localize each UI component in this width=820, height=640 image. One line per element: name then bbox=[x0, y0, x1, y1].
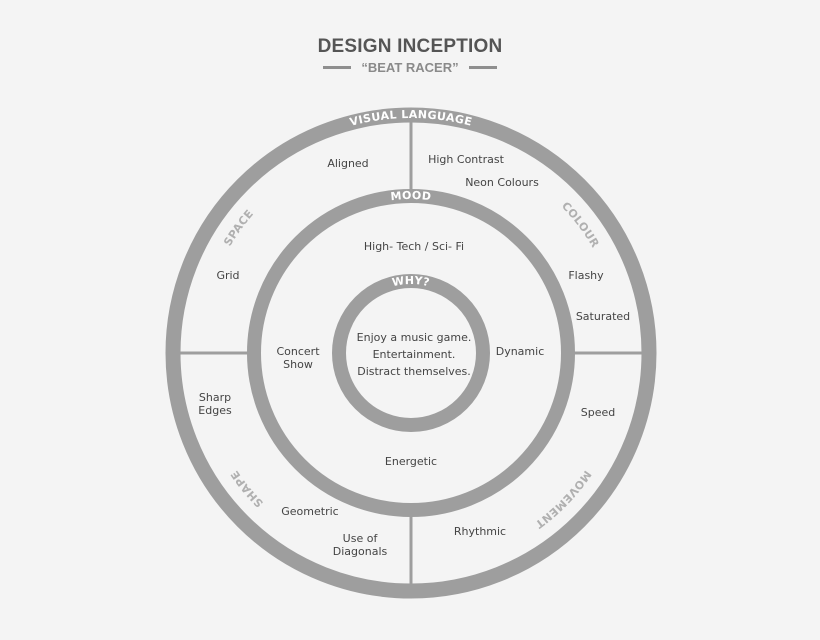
mood-items: High- Tech / Sci- Fi Concert Show Dynami… bbox=[276, 240, 544, 468]
why-line-2: Entertainment. bbox=[373, 348, 456, 361]
subtitle-block: “BEAT RACER” bbox=[0, 60, 820, 75]
ring-label-mood: MOOD bbox=[390, 189, 432, 203]
divider-right bbox=[468, 66, 497, 69]
item-high-tech: High- Tech / Sci- Fi bbox=[364, 240, 464, 253]
item-use-of-diagonals-1: Use of bbox=[343, 532, 379, 545]
item-speed: Speed bbox=[581, 406, 615, 419]
item-aligned: Aligned bbox=[327, 157, 368, 170]
item-use-of-diagonals-2: Diagonals bbox=[333, 545, 388, 558]
divider-left bbox=[323, 66, 352, 69]
item-saturated: Saturated bbox=[576, 310, 630, 323]
item-sharp-edges-2: Edges bbox=[198, 404, 232, 417]
item-concert-show-2: Show bbox=[283, 358, 313, 371]
subtitle: “BEAT RACER” bbox=[361, 60, 459, 75]
section-dividers bbox=[178, 122, 644, 584]
item-sharp-edges-1: Sharp bbox=[199, 391, 231, 404]
why-items: Enjoy a music game. Entertainment. Distr… bbox=[357, 331, 472, 378]
page-title: DESIGN INCEPTION bbox=[317, 36, 503, 57]
item-neon-colours: Neon Colours bbox=[465, 176, 539, 189]
item-dynamic: Dynamic bbox=[496, 345, 545, 358]
item-energetic: Energetic bbox=[385, 455, 437, 468]
item-rhythmic: Rhythmic bbox=[454, 525, 506, 538]
inner-ring bbox=[332, 274, 490, 432]
item-geometric: Geometric bbox=[281, 505, 338, 518]
why-line-3: Distract themselves. bbox=[357, 365, 471, 378]
outer-ring bbox=[165, 107, 657, 599]
why-line-1: Enjoy a music game. bbox=[357, 331, 472, 344]
item-high-contrast: High Contrast bbox=[428, 153, 504, 166]
ring-label-why: WHY? bbox=[391, 274, 431, 289]
item-concert-show-1: Concert bbox=[276, 345, 320, 358]
item-grid: Grid bbox=[216, 269, 239, 282]
visual-language-items: Aligned High Contrast Neon Colours Grid … bbox=[198, 153, 630, 558]
item-flashy: Flashy bbox=[568, 269, 604, 282]
